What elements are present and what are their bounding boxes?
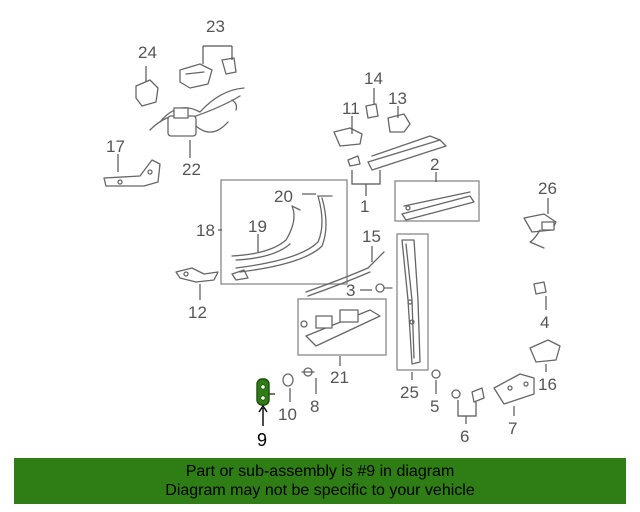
callout-8[interactable]: 8: [310, 397, 319, 416]
part-23-bracket: [179, 57, 237, 89]
callout-26[interactable]: 26: [538, 179, 557, 198]
part-21-latch: [300, 309, 381, 347]
part-8-fastener: [301, 367, 315, 377]
part-20-cable: [235, 195, 333, 273]
part-7-striker: [493, 373, 535, 405]
banner-line-2: Diagram may not be specific to your vehi…: [165, 482, 475, 499]
part-6-bolts: [451, 387, 485, 403]
callout-16[interactable]: 16: [538, 375, 557, 394]
callout-3[interactable]: 3: [346, 281, 355, 300]
part-9-highlighted[interactable]: [256, 378, 275, 406]
callout-5[interactable]: 5: [430, 397, 439, 416]
callout-9[interactable]: 9: [257, 430, 267, 450]
callout-23[interactable]: 23: [206, 17, 225, 36]
callout-22[interactable]: 22: [182, 160, 201, 179]
part-3-screw: [375, 283, 393, 293]
part-21-group-box: [297, 298, 387, 356]
part-2-group-box: [394, 180, 480, 222]
parts-diagram: 23 24 22 17 14 11 13 2 1 20 19 18 26 15 …: [103, 17, 561, 450]
part-25-group-box: [396, 233, 429, 371]
callout-2[interactable]: 2: [430, 155, 439, 174]
callout-4[interactable]: 4: [540, 313, 549, 332]
part-9-leader: [258, 404, 268, 426]
callout-11[interactable]: 11: [342, 99, 360, 118]
callout-18[interactable]: 18: [196, 221, 215, 240]
callout-1[interactable]: 1: [360, 197, 369, 216]
callout-25[interactable]: 25: [400, 383, 419, 402]
callout-20[interactable]: 20: [274, 187, 293, 206]
part-4-bumper: [533, 281, 547, 295]
part-17-bracket: [103, 159, 161, 187]
part-19-cable: [231, 205, 301, 281]
part-10-grommet: [282, 373, 294, 387]
callout-19[interactable]: 19: [248, 217, 267, 236]
callout-10[interactable]: 10: [278, 405, 297, 424]
callout-6[interactable]: 6: [460, 427, 469, 446]
callout-15[interactable]: 15: [362, 227, 381, 246]
part-22-motor-assembly: [149, 87, 245, 137]
callout-7[interactable]: 7: [508, 419, 517, 438]
callout-17[interactable]: 17: [106, 137, 125, 156]
part-13-bracket: [387, 113, 411, 133]
callout-24[interactable]: 24: [138, 43, 157, 62]
callout-12[interactable]: 12: [188, 303, 207, 322]
part-26-harness: [523, 213, 557, 249]
part-25-channel: [401, 239, 421, 365]
part-14-clip: [365, 103, 379, 119]
part-5-screw: [431, 369, 441, 379]
part-24-bracket: [135, 79, 159, 107]
part-12-clip: [175, 267, 219, 283]
part-11-bracket: [333, 127, 363, 147]
part-18-group-box: [220, 179, 348, 285]
banner-line-1: Part or sub-assembly is #9 in diagram: [185, 463, 455, 480]
part-info-banner: Part or sub-assembly is #9 in diagram Di…: [14, 458, 626, 504]
part-15-rod: [305, 251, 385, 297]
callout-14[interactable]: 14: [364, 69, 383, 88]
part-1-outer-handle: [347, 135, 447, 171]
callout-21[interactable]: 21: [330, 368, 349, 387]
part-16-bracket: [529, 339, 561, 363]
part-2-handle: [401, 191, 475, 221]
callout-13[interactable]: 13: [388, 89, 407, 108]
